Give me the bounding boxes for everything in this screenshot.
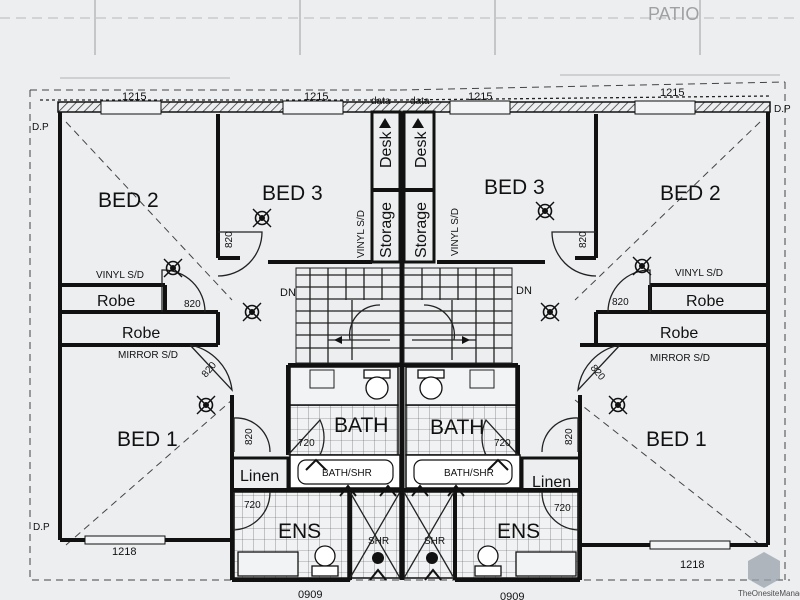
right-bed2-label: BED 2 — [660, 182, 721, 205]
faded-patio-label: PATIO — [648, 4, 699, 24]
right-linen-label: Linen — [532, 474, 571, 491]
left-robe-top: Robe — [97, 293, 135, 310]
toilet-icon — [417, 369, 445, 400]
right-stairs — [403, 267, 513, 364]
light-fixture-icon — [196, 395, 216, 415]
light-fixture-icon — [252, 208, 272, 228]
data-label-left: data — [371, 96, 391, 107]
right-mirror-sd: MIRROR S/D — [650, 353, 710, 364]
light-fixture-icon — [163, 258, 183, 278]
door-dim-820: 820 — [612, 297, 629, 308]
right-desk-label: Desk — [413, 131, 430, 168]
top-external-wall — [57, 100, 771, 115]
toilet-icon — [363, 369, 391, 400]
right-bed3-label: BED 3 — [484, 176, 545, 199]
toilet-icon — [311, 545, 339, 577]
left-stairs — [295, 267, 401, 364]
door-dim-820: 820 — [224, 231, 235, 248]
bottom-windows — [84, 535, 731, 550]
right-vinyl-sd-vertical: VINYL S/D — [450, 208, 461, 256]
right-bath-shr-label: BATH/SHR — [444, 468, 494, 479]
light-fixture-icon — [242, 302, 262, 322]
right-bath-area — [405, 366, 521, 489]
light-fixture-icon — [535, 201, 555, 221]
left-vinyl-sd: VINYL S/D — [96, 270, 144, 281]
dimension-bottom-center-right: 0909 — [500, 591, 524, 600]
shower-arrows — [305, 458, 509, 581]
right-robe-bottom: Robe — [660, 325, 698, 342]
right-ens-area — [403, 491, 579, 580]
right-ens-label: ENS — [497, 520, 540, 543]
right-robe-top: Robe — [686, 293, 724, 310]
left-bed2-label: BED 2 — [98, 189, 159, 212]
stair-arrow-icon — [462, 336, 470, 344]
dimension-bottom-left: 1218 — [112, 546, 136, 558]
left-ens-label: ENS — [278, 520, 321, 543]
dimension-top-1: 1215 — [122, 91, 146, 103]
shower-drain-icon — [372, 552, 384, 564]
door-dim-720: 720 — [554, 503, 571, 514]
dimension-top-2: 1215 — [304, 91, 328, 103]
left-dn-label: DN — [280, 287, 296, 299]
bathtub-icon — [289, 454, 401, 489]
right-storage-label: Storage — [413, 202, 430, 258]
door-dim-720: 720 — [298, 438, 315, 449]
door-dim-720: 720 — [244, 500, 261, 511]
left-robe-bottom: Robe — [122, 325, 160, 342]
dimension-top-4: 1215 — [660, 87, 684, 99]
data-label-right: data — [410, 96, 430, 107]
left-storage-label: Storage — [378, 202, 395, 258]
right-shr-label: SHR — [424, 536, 445, 547]
dp-bottom-left: D.P — [33, 522, 50, 533]
right-dn-label: DN — [516, 285, 532, 297]
door-dim-720: 720 — [494, 438, 511, 449]
left-bed1-label: BED 1 — [117, 428, 178, 451]
left-bath-area — [289, 366, 401, 489]
door-dim-820: 820 — [588, 363, 607, 383]
left-shr-label: SHR — [368, 536, 389, 547]
left-linen-label: Linen — [240, 468, 279, 485]
door-dim-820: 820 — [578, 231, 589, 248]
faded-upper-plan: PATIO — [0, 0, 800, 79]
dimension-bottom-center-left: 0909 — [298, 589, 322, 600]
right-bed1-label: BED 1 — [646, 428, 707, 451]
dimension-bottom-right: 1218 — [680, 559, 704, 571]
right-bath-label: BATH — [430, 416, 484, 439]
watermark-text: TheOnesiteManager — [738, 589, 800, 598]
roof-diagonals — [65, 121, 761, 546]
left-mirror-sd: MIRROR S/D — [118, 350, 178, 361]
light-fixture-icon — [632, 256, 652, 276]
dimension-top-3: 1215 — [468, 91, 492, 103]
left-bed3-label: BED 3 — [262, 182, 323, 205]
data-arrow-icon — [412, 118, 424, 128]
dp-top-left: D.P — [32, 122, 49, 133]
shower-drain-icon — [426, 552, 438, 564]
left-bath-shr-label: BATH/SHR — [322, 468, 372, 479]
left-desk-label: Desk — [378, 131, 395, 168]
door-dim-820: 820 — [184, 299, 201, 310]
toilet-icon — [474, 545, 502, 577]
left-unit-walls — [58, 110, 402, 582]
watermark: TheOnesiteManager — [738, 552, 800, 598]
bathtub-icon — [405, 454, 521, 489]
dp-top-right: D.P — [774, 104, 791, 115]
right-unit-walls — [402, 110, 770, 582]
left-vinyl-sd-vertical: VINYL S/D — [356, 210, 367, 258]
door-dim-820: 820 — [200, 360, 219, 380]
data-arrow-icon — [379, 118, 391, 128]
left-bath-label: BATH — [334, 414, 388, 437]
light-fixture-icon — [540, 302, 560, 322]
stair-arrow-icon — [334, 336, 342, 344]
door-dim-820: 820 — [564, 428, 575, 445]
right-vinyl-sd: VINYL S/D — [675, 268, 723, 279]
light-fixture-icon — [608, 395, 628, 415]
left-ens-area — [233, 491, 401, 580]
watermark-logo-icon — [748, 552, 780, 588]
door-dim-820: 820 — [244, 428, 255, 445]
